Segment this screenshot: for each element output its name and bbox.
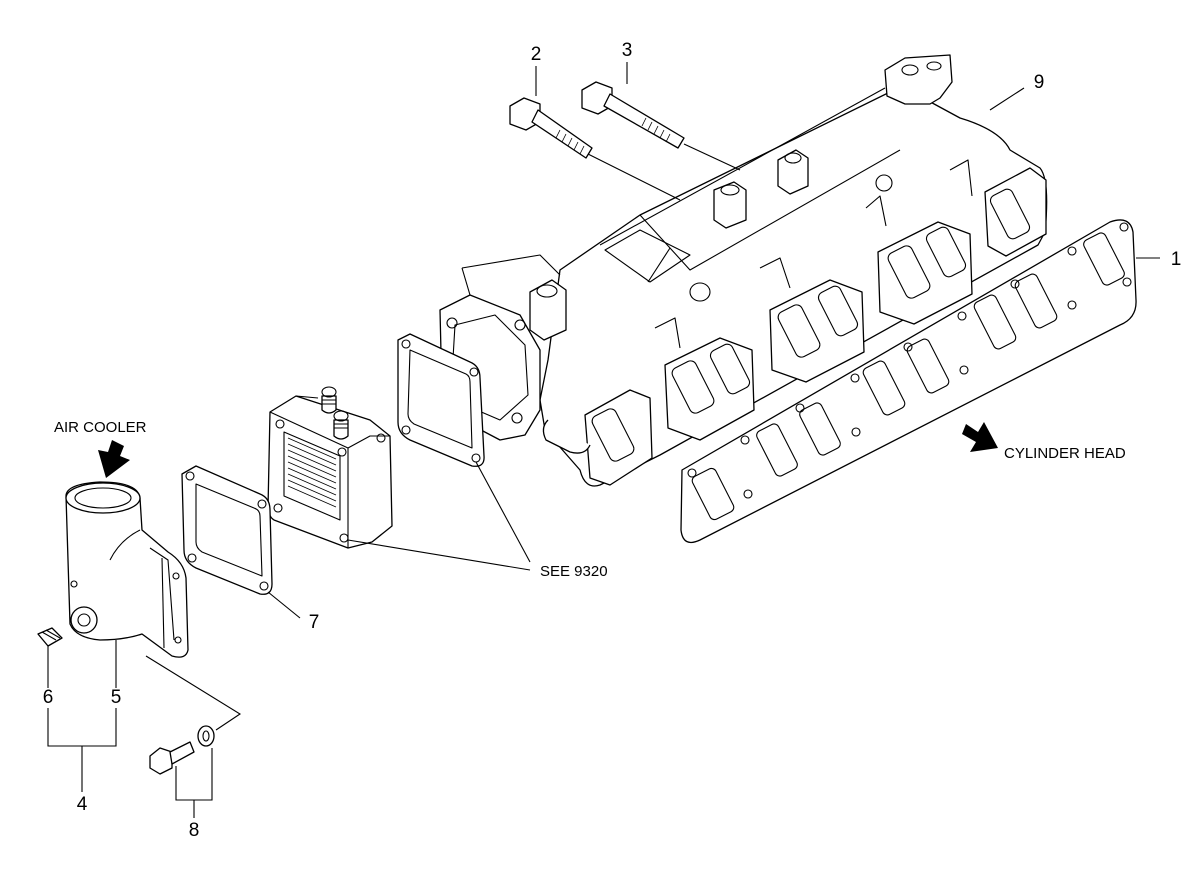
manifold-gasket [680,219,1137,544]
leader-lines [47,62,1160,818]
callout-5: 5 [111,687,122,708]
callout-3: 3 [622,40,633,61]
bolt-part-3 [581,81,685,149]
inlet-elbow-housing [65,481,189,658]
callout-6: 6 [43,687,54,708]
callout-8: 8 [189,820,200,841]
air-cooler-label: AIR COOLER [54,419,147,436]
callout-9: 9 [1034,72,1045,93]
cooler-gasket-upper [397,333,485,467]
callout-7: 7 [309,612,320,633]
cylinder-head-arrow-icon [962,422,998,452]
plug-part-6 [37,627,63,647]
callout-1: 1 [1171,249,1182,270]
bolt-and-washer-part-8 [149,725,215,775]
intake-manifold [439,54,1048,487]
callout-2: 2 [531,44,542,65]
cylinder-head-label: CYLINDER HEAD [1004,445,1126,462]
intercooler-core [267,386,393,549]
bolt-part-2 [509,97,593,159]
manifold-runner-ports [584,159,1047,486]
see-reference-label: SEE 9320 [540,563,608,580]
air-cooler-arrow-icon [98,440,130,478]
callout-4: 4 [77,794,88,815]
gasket-part-7 [181,465,273,595]
